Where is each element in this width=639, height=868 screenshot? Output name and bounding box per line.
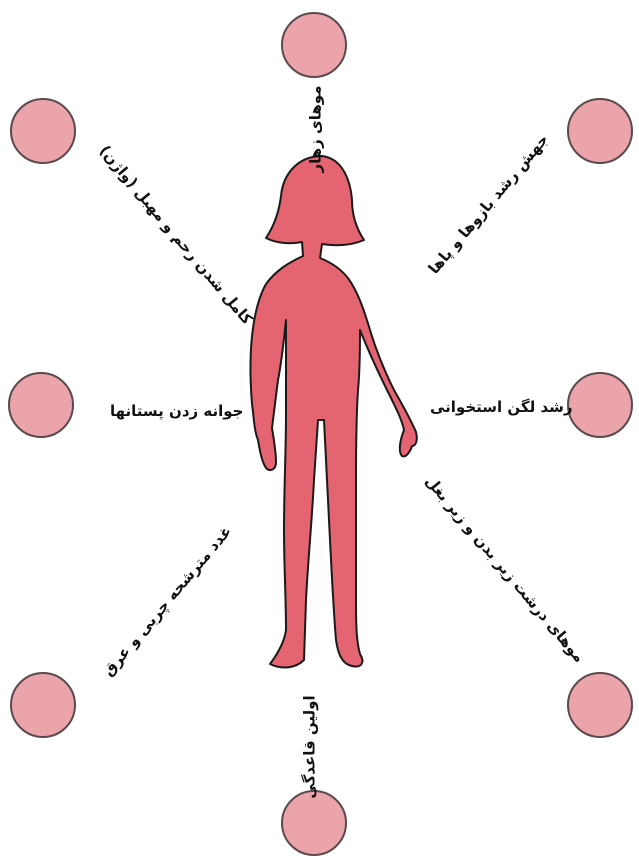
label-breast-budding: جوانه زدن پستانها (110, 402, 243, 420)
body-shape (251, 156, 417, 667)
label-menstruation: اولین قاعدگی (301, 695, 319, 798)
label-pubic-hair: موهای زهار (307, 86, 325, 173)
label-pelvis-growth: رشد لگن استخوانی (430, 398, 573, 416)
